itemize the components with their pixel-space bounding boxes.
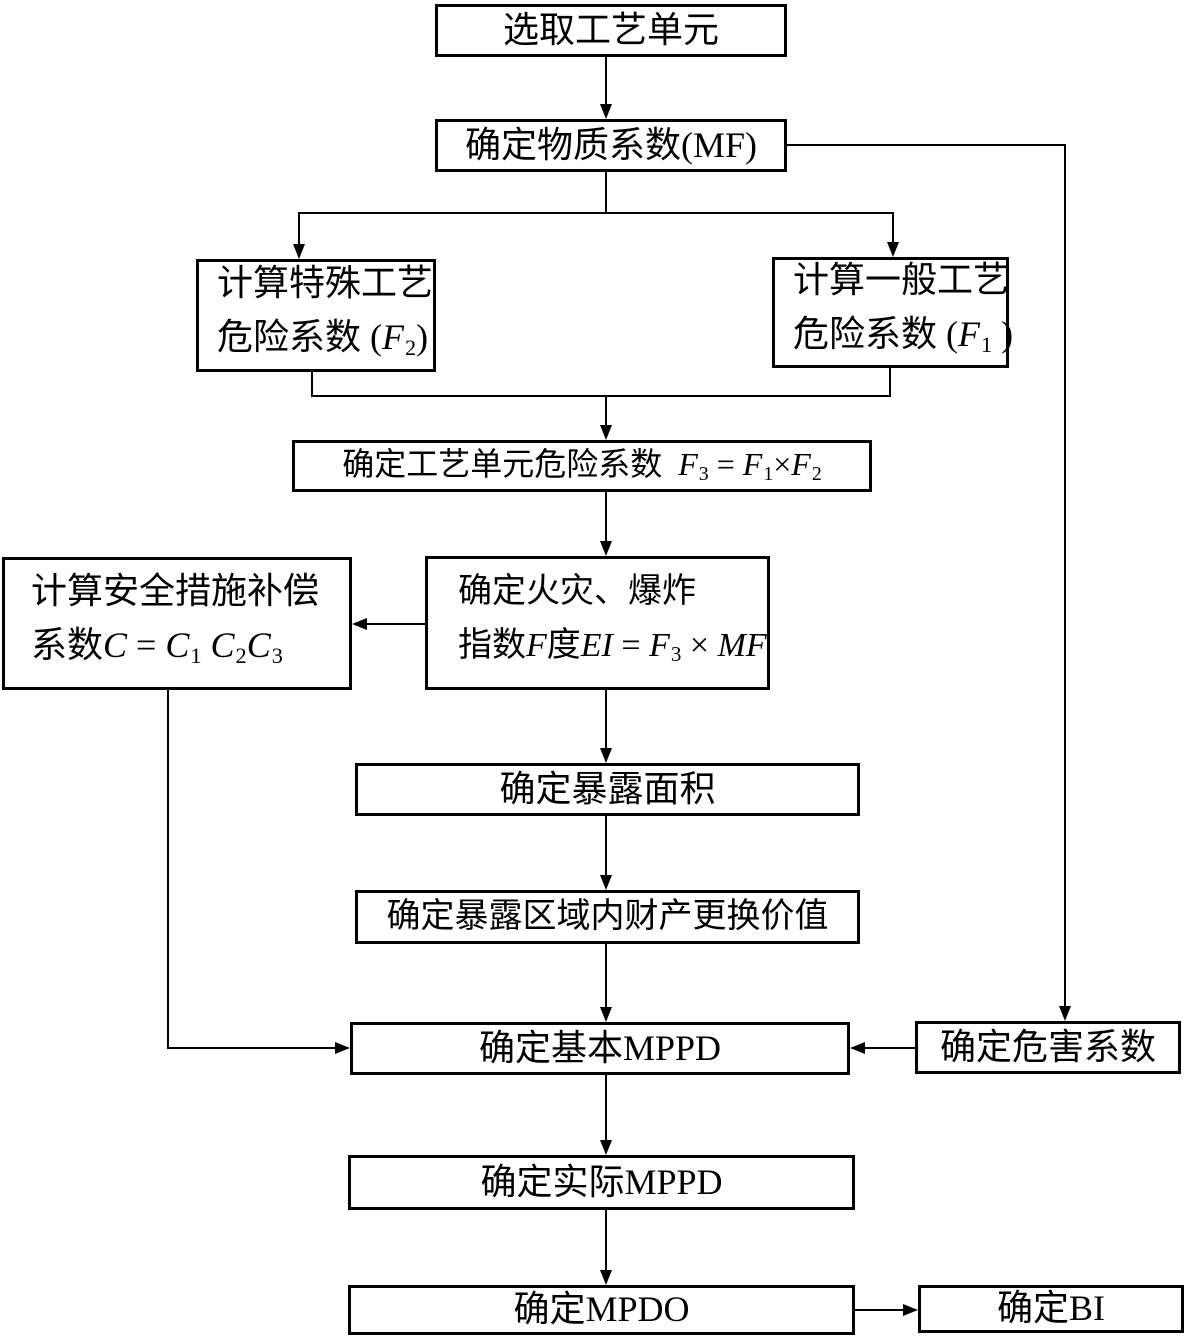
connector-value-to-basic-mppd: [605, 943, 607, 1008]
flow-box-label-line: 确定基本MPPD: [478, 1027, 722, 1068]
flow-box-label-line: 计算安全措施补偿: [31, 570, 320, 611]
connector-c-to-basic-mppd: [167, 1047, 336, 1049]
flow-box-label-line: 选取工艺单元: [502, 9, 719, 50]
connector-fei-to-exposure-area: [605, 690, 607, 749]
flow-box-exposure-property-value: 确定暴露区域内财产更换价值: [355, 890, 860, 944]
flow-box-actual-mppd: 确定实际MPPD: [348, 1155, 855, 1210]
arrowhead-into-mf: [600, 104, 612, 119]
flow-box-hazard-factor: 确定危害系数: [915, 1021, 1181, 1074]
flow-box-special-process-hazards-f2: 计算特殊工艺危险系数 (F2): [196, 259, 436, 372]
connector-actual-to-mpdo: [605, 1210, 607, 1271]
connector-mf-to-right-column: [787, 144, 1066, 146]
connector-basic-to-actual-mppd: [605, 1075, 607, 1141]
connector-branch-to-f2: [298, 212, 300, 245]
flow-box-label-line: 确定火灾、爆炸: [458, 572, 696, 610]
arrowhead-into-exposure-area: [600, 748, 612, 763]
connector-hazard-to-basic-mppd: [864, 1047, 915, 1049]
flow-box-select-unit: 选取工艺单元: [435, 4, 787, 57]
arrowhead-into-fei: [600, 541, 612, 556]
flow-box-label-line: 确定实际MPPD: [480, 1161, 723, 1202]
flow-box-label-line: 危险系数 (F1 ): [793, 313, 1014, 358]
flow-box-label-line: 确定MPDO: [513, 1289, 690, 1330]
connector-select-to-mf: [605, 57, 607, 105]
flow-box-label-line: 确定工艺单元危险系数 F3 = F1×F2: [342, 445, 822, 486]
connector-merge-to-f3: [605, 395, 607, 426]
connector-mpdo-to-bi: [855, 1309, 904, 1311]
connector-branch-to-f1: [892, 212, 894, 243]
arrowhead-into-exposure-value: [600, 875, 612, 890]
flow-box-label-line: 危险系数 (F2): [217, 316, 429, 361]
connector-right-column-down: [1064, 144, 1066, 1007]
arrowhead-into-basic-mppd-left: [335, 1042, 350, 1054]
flow-box-label-line: 指数F度EI = F3 × MF: [458, 626, 767, 667]
arrowhead-into-f1: [887, 242, 899, 257]
connector-area-to-value: [605, 816, 607, 876]
flow-box-fire-explosion-index: 确定火灾、爆炸指数F度EI = F3 × MF: [425, 556, 770, 690]
connector-mf-branch-horizontal: [298, 212, 894, 214]
flow-box-material-factor: 确定物质系数(MF): [435, 119, 787, 172]
arrowhead-into-bi: [903, 1304, 918, 1316]
flow-box-general-process-hazards-f1: 计算一般工艺危险系数 (F1 ): [772, 257, 1013, 368]
arrowhead-into-mpdo: [600, 1270, 612, 1285]
arrowhead-into-basic-mppd-right: [850, 1042, 865, 1054]
flow-box-label-line: 计算特殊工艺: [217, 262, 434, 303]
connector-f3-to-fei: [605, 492, 607, 542]
flow-box-label-line: 确定暴露面积: [499, 768, 716, 809]
flow-box-mpdo: 确定MPDO: [348, 1285, 855, 1335]
connector-c-down: [167, 690, 169, 1049]
flow-box-label-line: 确定BI: [996, 1288, 1105, 1329]
flow-box-basic-mppd: 确定基本MPPD: [350, 1022, 850, 1075]
connector-f2-down: [311, 371, 313, 397]
flow-box-safety-compensation-factor-c: 计算安全措施补偿系数C = C1 C2C3: [2, 557, 352, 690]
flow-box-label-line: 计算一般工艺: [793, 259, 1010, 300]
flow-box-bi: 确定BI: [918, 1285, 1184, 1333]
connector-fei-to-c: [366, 623, 425, 625]
arrowhead-into-basic-mppd-top: [600, 1007, 612, 1022]
flow-box-label-line: 确定危害系数: [939, 1026, 1156, 1067]
flow-box-label-line: 确定物质系数(MF): [464, 124, 757, 165]
flow-box-unit-hazard-factor-f3: 确定工艺单元危险系数 F3 = F1×F2: [292, 440, 872, 492]
arrowhead-into-c-box: [352, 618, 367, 630]
flow-box-label-line: 确定暴露区域内财产更换价值: [386, 897, 829, 935]
arrowhead-into-f2: [293, 244, 305, 259]
flow-box-label-line: 系数C = C1 C2C3: [31, 624, 283, 669]
connector-merge-horizontal: [311, 395, 891, 397]
flow-box-exposure-area: 确定暴露面积: [355, 763, 860, 816]
connector-mf-branch-stem: [605, 172, 607, 214]
arrowhead-into-hazard-factor: [1059, 1006, 1071, 1021]
connector-f1-down: [889, 367, 891, 397]
arrowhead-into-actual-mppd: [600, 1140, 612, 1155]
arrowhead-into-f3: [600, 425, 612, 440]
